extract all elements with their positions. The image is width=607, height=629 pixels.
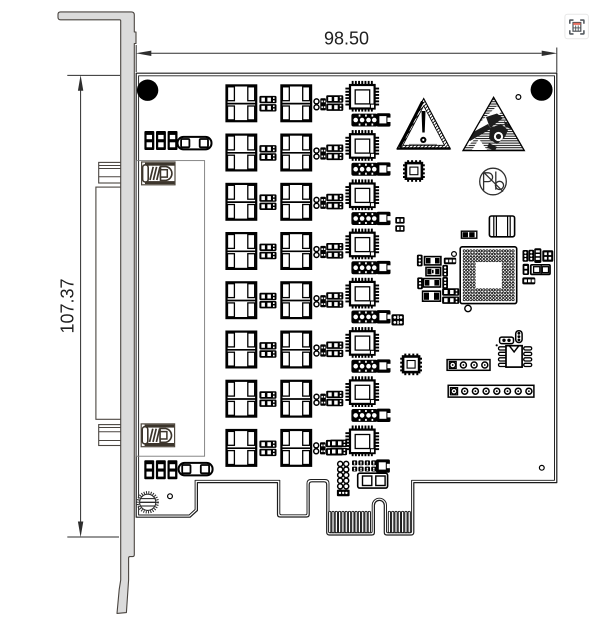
svg-text:107.37: 107.37 [58, 278, 78, 333]
svg-text:98.50: 98.50 [324, 29, 369, 49]
